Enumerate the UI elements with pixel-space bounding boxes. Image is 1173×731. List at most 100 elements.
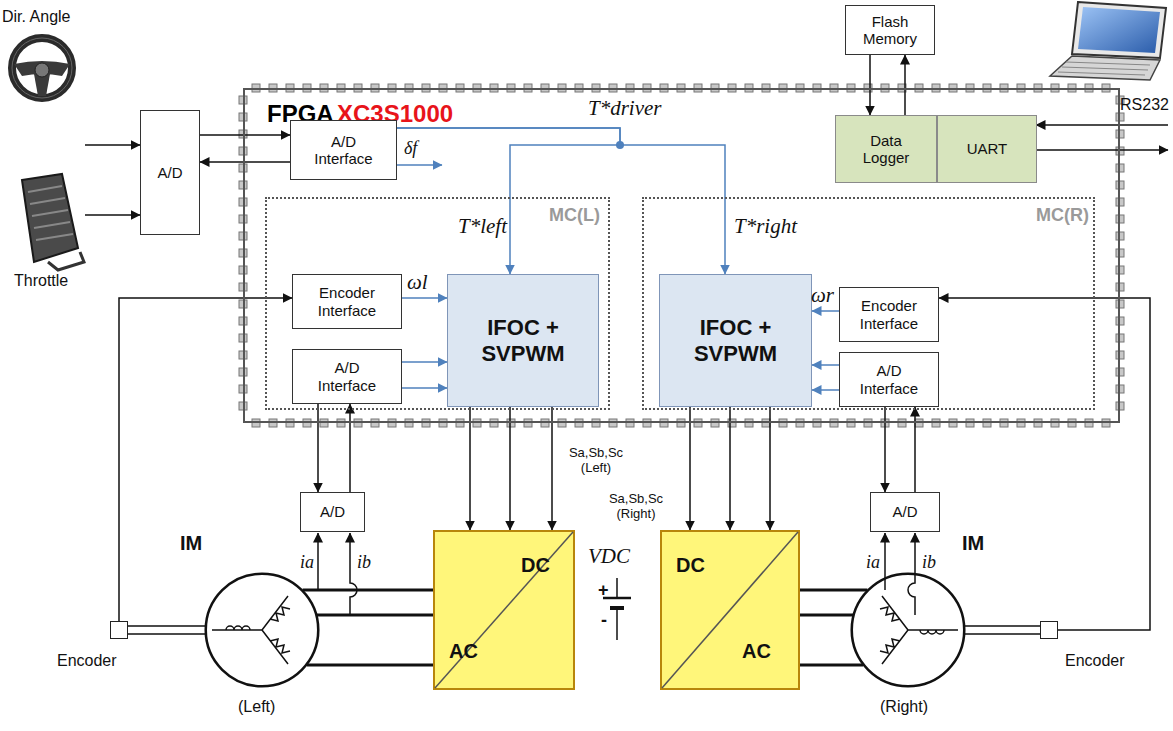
node-text: Encoder xyxy=(1065,652,1125,670)
induction-motor: IM xyxy=(204,572,320,688)
rs232-lines xyxy=(1036,125,1168,150)
node-text: Data Logger xyxy=(863,132,910,167)
adc-box: A/D xyxy=(870,492,940,532)
node-text: Flash Memory xyxy=(863,13,917,48)
throttle-pedal xyxy=(22,174,84,270)
node-text: IM xyxy=(180,532,202,555)
node-text: A/D Interface xyxy=(318,359,376,394)
memory-box: Flash Memory xyxy=(845,5,935,55)
adc-box: A/D xyxy=(300,492,365,532)
node-text: DC xyxy=(521,554,550,577)
interface-box: A/D Interface xyxy=(290,120,397,180)
signal-arrow xyxy=(904,55,906,115)
node-text: AC xyxy=(742,640,771,663)
diagram-label: ωr xyxy=(811,283,834,307)
controller-region: MC(L) Encoder InterfaceA/D Interface IFOC … xyxy=(265,197,610,410)
node-text: A/D xyxy=(320,503,345,520)
motor-outline xyxy=(204,572,320,688)
signal-arrow xyxy=(769,407,771,530)
diagram-label: ib xyxy=(357,552,371,573)
diagram-label: (Left) xyxy=(238,698,275,716)
signal-arrow xyxy=(349,404,351,492)
signal-arrow xyxy=(689,407,691,530)
signal-arrow xyxy=(812,310,839,312)
fpga-pins xyxy=(239,84,1124,427)
signal-arrow xyxy=(402,297,447,299)
diagram-label: δf xyxy=(404,138,417,159)
node-text: DC xyxy=(676,554,705,577)
signal-arrow xyxy=(914,407,916,492)
power-wire xyxy=(800,589,867,592)
diagram-label: Throttle xyxy=(14,272,68,290)
interface-box: Encoder Interface xyxy=(292,274,402,329)
adc-box: A/D xyxy=(140,110,200,235)
signal-arrow xyxy=(317,404,319,492)
diagram-label: Sa,Sb,Sc (Left) xyxy=(562,446,630,476)
control-block: IFOC + SVPWM xyxy=(659,274,812,407)
power-wire xyxy=(303,589,433,592)
motor-windings xyxy=(212,596,958,664)
diagram-label: Sa,Sb,Sc (Right) xyxy=(600,492,672,522)
node-text: MC(L) xyxy=(549,205,600,226)
diagram-label: ib xyxy=(922,552,936,573)
diagram-label: RS232 xyxy=(1120,96,1169,114)
interface-box: Encoder Interface xyxy=(839,287,939,342)
logger-box: Data Logger xyxy=(835,115,937,183)
node-text: A/D Interface xyxy=(314,133,372,168)
diagram-label: T*left xyxy=(458,214,507,238)
node-text: MC(R) xyxy=(1036,205,1089,226)
control-block: IFOC + SVPWM xyxy=(447,274,599,407)
signal-arrow xyxy=(812,364,839,366)
power-wire xyxy=(307,664,433,667)
steering-wheel xyxy=(12,38,72,98)
diagram-label: VDC xyxy=(588,544,630,568)
interface-box: A/D Interface xyxy=(839,352,939,407)
inverter-box: DC AC xyxy=(433,530,575,690)
node-text: Encoder Interface xyxy=(860,297,918,332)
power-wire xyxy=(317,614,433,617)
signal-arrow xyxy=(397,128,725,274)
converter-diagonal xyxy=(435,532,573,688)
diagram-label: (Right) xyxy=(880,698,928,716)
node-text: Encoder xyxy=(57,652,117,670)
signal-arrow xyxy=(200,134,290,136)
laptop xyxy=(1050,2,1166,80)
induction-motor: IM xyxy=(850,572,966,688)
signal-arrow xyxy=(397,128,620,274)
interface-box: A/D Interface xyxy=(292,349,402,404)
signal-arrow xyxy=(402,387,447,389)
signal-arrow xyxy=(402,361,447,363)
node-text: AC xyxy=(449,640,478,663)
signal-arrow xyxy=(200,161,290,163)
encoder: Encoder xyxy=(1040,621,1058,639)
controller-region: MC(R) IFOC + SVPWM Encoder InterfaceA/D In… xyxy=(642,197,1095,410)
node-text: UART xyxy=(967,140,1008,157)
inverter-box: DC AC xyxy=(660,530,800,690)
signal-arrow xyxy=(509,407,511,530)
node-text: A/D xyxy=(892,503,917,520)
encoder: Encoder xyxy=(110,621,128,639)
motor-outline xyxy=(850,572,966,688)
signal-arrow xyxy=(869,55,871,115)
input-arrows xyxy=(85,145,140,215)
diagram-label: T*right xyxy=(734,214,797,238)
node-text: A/D xyxy=(157,164,182,181)
diagram-label: T*driver xyxy=(588,96,662,120)
node-text: A/D Interface xyxy=(860,362,918,397)
signal-arrow xyxy=(812,389,839,391)
diagram-label: ia xyxy=(866,552,880,573)
signal-arrow xyxy=(884,407,886,492)
node-text: IFOC + SVPWM xyxy=(694,315,777,366)
signal-arrow xyxy=(469,407,471,530)
node-text: IFOC + SVPWM xyxy=(481,315,564,366)
diagram-label: Dir. Angle xyxy=(2,8,70,26)
diagram-label: ia xyxy=(300,552,314,573)
diagram-label: - xyxy=(601,610,607,631)
power-wire xyxy=(800,614,853,617)
power-wire xyxy=(800,664,863,667)
uart-box: UART xyxy=(937,115,1037,183)
signal-arrow xyxy=(729,407,731,530)
signal-arrow xyxy=(551,407,553,530)
diagram-label: ωl xyxy=(407,270,428,294)
diagram-label: + xyxy=(598,580,609,601)
